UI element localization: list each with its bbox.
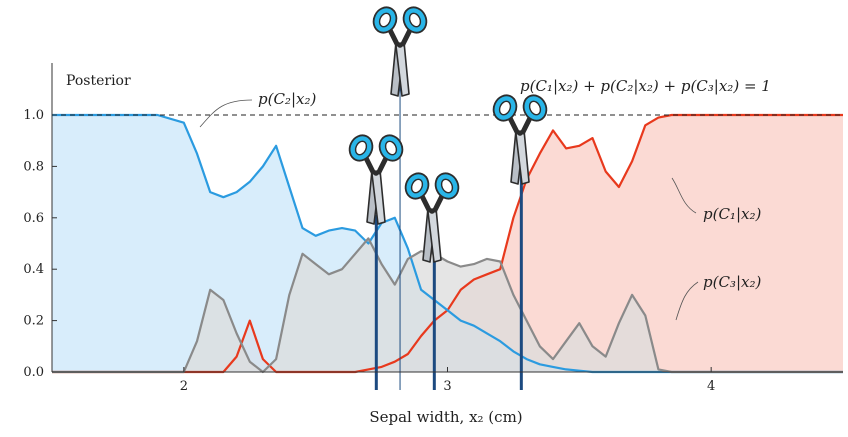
scissors-icon <box>404 172 460 263</box>
x-tick-label: 2 <box>180 379 188 394</box>
x-axis-label: Sepal width, x₂ (cm) <box>369 408 522 426</box>
scissors-icon <box>348 134 404 225</box>
x-tick-label: 4 <box>707 379 715 394</box>
x-tick-label: 3 <box>443 379 451 394</box>
scissors-icon <box>492 94 548 185</box>
c1-series-label: p(C₁|x₂) <box>703 205 761 223</box>
area-series-2 <box>52 115 843 372</box>
y-tick-label: 0.0 <box>23 365 44 380</box>
line-series-1 <box>52 113 843 374</box>
decision-cuts <box>374 85 523 390</box>
c3-series-label: p(C₃|x₂) <box>703 273 761 291</box>
c2-series-label: p(C₂|x₂) <box>258 90 316 108</box>
c2-leader-line <box>199 99 253 128</box>
series-areas <box>52 115 843 372</box>
sum-annotation: p(C₁|x₂) + p(C₂|x₂) + p(C₃|x₂) = 1 <box>520 77 771 95</box>
scissors-icon <box>372 6 428 97</box>
c1-leader-line <box>671 177 697 214</box>
y-tick-label: 0.4 <box>23 262 44 277</box>
x-ticks: 2 3 4 <box>180 367 715 394</box>
c3-leader-line <box>675 281 699 321</box>
y-tick-label: 0.8 <box>23 159 44 174</box>
y-axis-label: Posterior <box>66 73 131 89</box>
y-tick-label: 1.0 <box>23 108 44 123</box>
area-series-1 <box>52 115 843 372</box>
y-tick-label: 0.6 <box>23 211 44 226</box>
scissors-icons <box>348 6 548 263</box>
y-ticks: 0.0 0.2 0.4 0.6 0.8 1.0 <box>23 108 57 380</box>
area-series-3 <box>52 238 843 372</box>
y-tick-label: 0.2 <box>23 314 44 329</box>
